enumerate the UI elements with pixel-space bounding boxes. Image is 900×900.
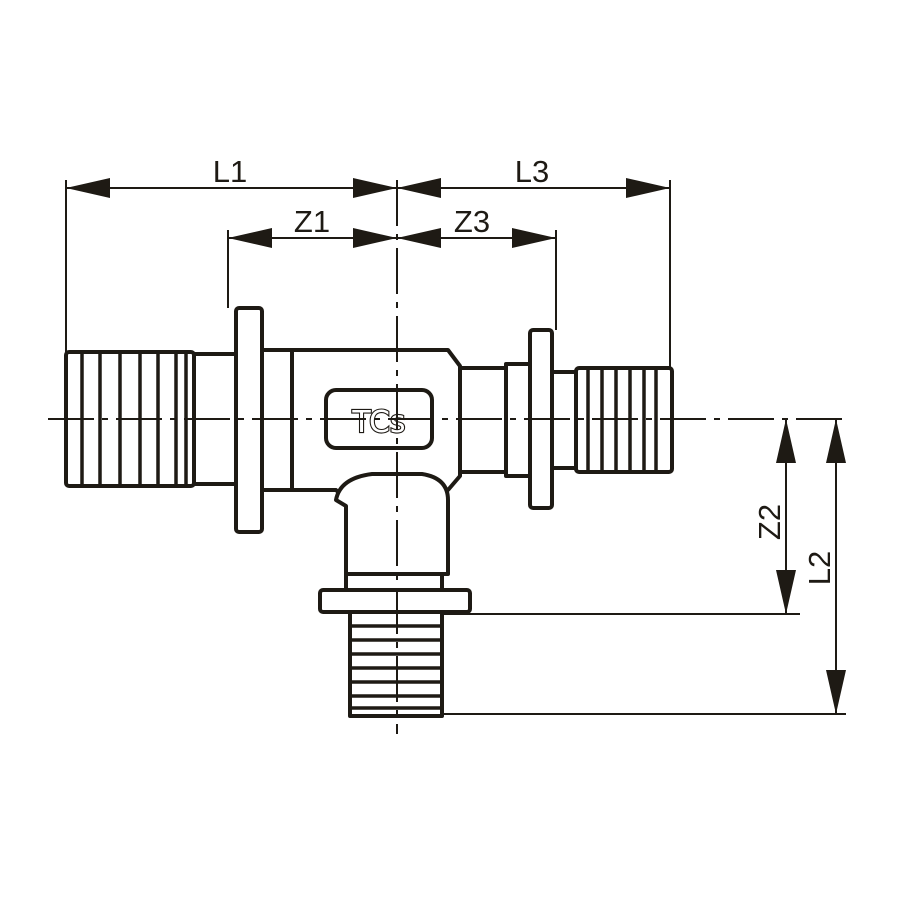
dimension-z1: Z1 <box>228 204 397 248</box>
dimension-l2: L2 <box>802 419 846 714</box>
extension-lines <box>65 180 846 715</box>
label-l2: L2 <box>802 551 837 585</box>
branch-shoulder <box>334 472 450 576</box>
dimension-z2: Z2 <box>752 419 796 614</box>
label-z3: Z3 <box>454 204 490 239</box>
dimension-l3: L3 <box>397 154 670 198</box>
dimension-z3: Z3 <box>397 204 556 248</box>
label-l1: L1 <box>213 154 247 189</box>
dimension-l1: L1 <box>66 154 397 198</box>
label-z1: Z1 <box>294 204 330 239</box>
label-l3: L3 <box>515 154 549 189</box>
label-z2: Z2 <box>752 504 787 540</box>
